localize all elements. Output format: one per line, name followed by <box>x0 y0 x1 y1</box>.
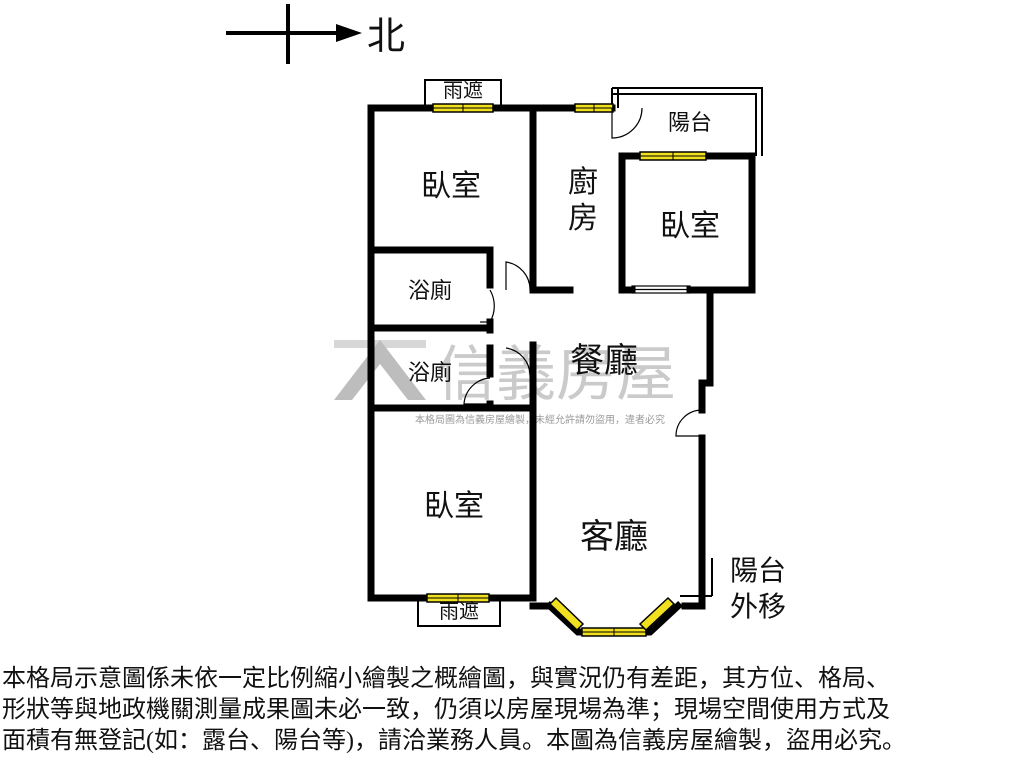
door <box>489 289 495 323</box>
balcony-top-label: 陽台 <box>668 110 712 135</box>
window <box>638 596 676 632</box>
disclaimer-text: 本格局示意圖係未依一定比例縮小繪製之概繪圖，與實況仍有差距，其方位、格局、 形狀… <box>2 666 906 754</box>
walls <box>367 104 756 636</box>
bath-2-label: 浴廁 <box>408 360 452 385</box>
door <box>611 107 643 139</box>
window <box>548 596 585 632</box>
balcony-moved-label-2: 外移 <box>730 591 786 623</box>
rain-shelter-bottom-label: 雨遮 <box>439 600 479 623</box>
north-label: 北 <box>367 16 405 58</box>
bath-1-label: 浴廁 <box>408 278 452 303</box>
watermark: 信義房屋 本格局圖為信義房屋繪製，未經允許請勿盜用，違者必究 <box>334 340 676 426</box>
living-label: 客廳 <box>580 518 648 556</box>
logo-icon <box>334 340 426 400</box>
kitchen-label-line-2: 房 <box>568 202 598 235</box>
rain-shelter-top-label: 雨遮 <box>443 79 483 102</box>
balcony-moved-marker <box>680 558 713 597</box>
kitchen-label: 廚 房 <box>568 166 598 235</box>
door <box>505 347 531 376</box>
door <box>675 409 703 437</box>
balcony-moved-label-1: 陽台 <box>730 555 786 587</box>
dining-label: 餐廳 <box>570 342 638 380</box>
floor-plan: 北 信義房屋 本格局圖為信義房屋繪製，未經允許請勿盜用，違者必究 <box>226 4 786 637</box>
door <box>505 261 531 291</box>
window-mullions <box>427 104 706 636</box>
compass: 北 <box>226 4 405 64</box>
north-arrow-icon <box>336 24 362 42</box>
bedroom-nw-label: 臥室 <box>421 170 481 203</box>
doors <box>463 107 703 437</box>
watermark-notice: 本格局圖為信義房屋繪製，未經允許請勿盜用，違者必究 <box>415 413 665 426</box>
bedroom-sw-label: 臥室 <box>424 490 484 523</box>
bedroom-ne-label: 臥室 <box>660 210 720 243</box>
watermark-brand: 信義房屋 <box>436 340 676 410</box>
door <box>463 377 491 405</box>
kitchen-label-line-1: 廚 <box>568 166 598 199</box>
